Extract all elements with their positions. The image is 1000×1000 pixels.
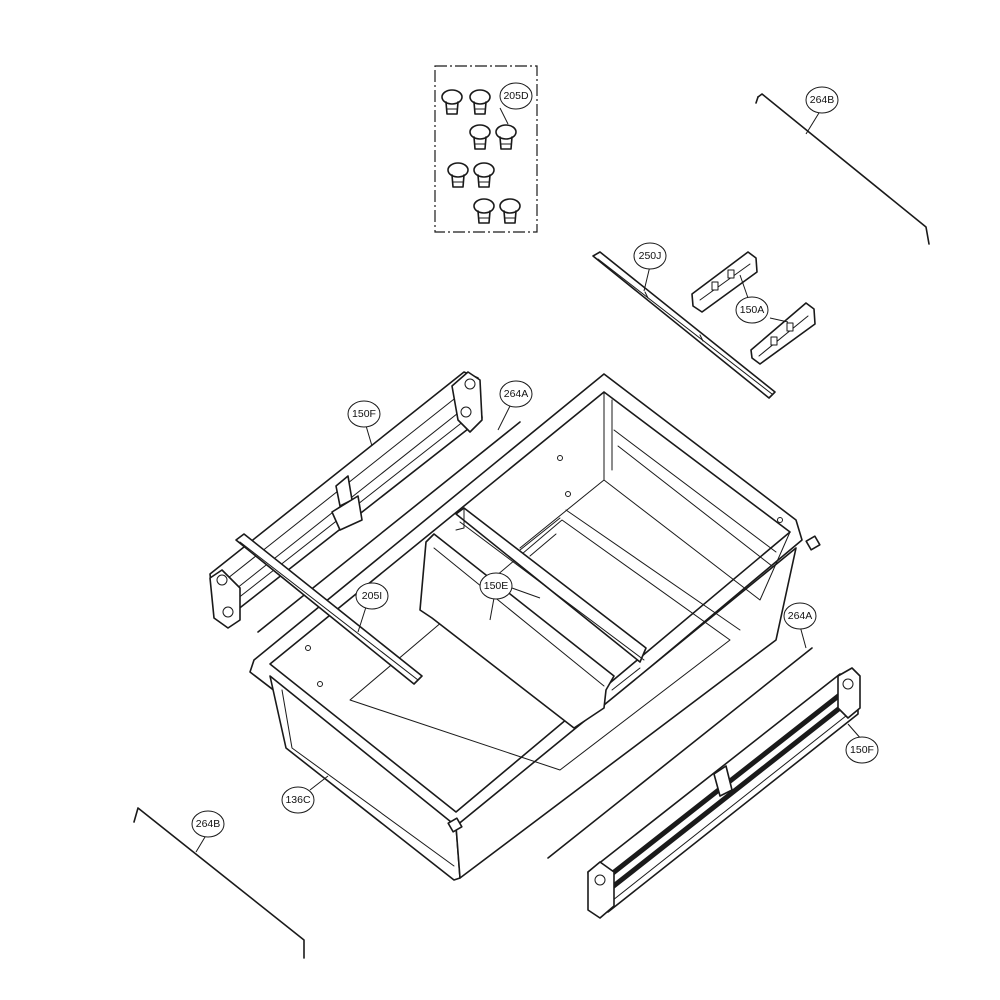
callout-264b-bottom: 264B: [191, 810, 225, 838]
screw-icon: [473, 198, 495, 224]
callout-label: 205I: [362, 590, 382, 602]
callout-label: 264A: [504, 388, 529, 400]
callout-205i: 205I: [355, 582, 389, 610]
screw-kit-dashed-box: [434, 65, 538, 233]
screw-icon: [469, 89, 491, 115]
callout-label: 250J: [639, 250, 662, 262]
callout-250j: 250J: [633, 242, 667, 270]
callout-label: 205D: [503, 90, 529, 102]
slide-rail-right: [587, 667, 863, 919]
callout-label: 136C: [285, 794, 311, 806]
screw-icon: [499, 198, 521, 224]
callout-150e: 150E: [479, 572, 513, 600]
callout-label: 264A: [788, 610, 813, 622]
callout-264a-left: 264A: [499, 380, 533, 408]
callout-264a-right: 264A: [783, 602, 817, 630]
callout-150f-right: 150F: [845, 736, 879, 764]
rod-right: [547, 625, 813, 859]
rail-strip: [592, 251, 776, 399]
clips-group: [691, 251, 816, 365]
drawer-bin: [249, 373, 821, 881]
rod-left: [257, 401, 521, 633]
callout-label: 264B: [810, 94, 835, 106]
screw-icon: [473, 162, 495, 188]
callout-label: 150F: [352, 408, 376, 420]
screw-icon: [469, 124, 491, 150]
callout-264b-top: 264B: [805, 86, 839, 114]
crossbar: [235, 533, 423, 685]
callout-label: 264B: [196, 818, 221, 830]
screw-icon: [441, 89, 463, 115]
rod-top-right: [755, 93, 930, 245]
callout-label: 150A: [740, 304, 765, 316]
callout-150a: 150A: [735, 296, 769, 324]
callout-150f-left: 150F: [347, 400, 381, 428]
screw-icon: [447, 162, 469, 188]
callout-label: 150E: [484, 580, 509, 592]
callout-205d: 205D: [499, 82, 533, 110]
callout-label: 150F: [850, 744, 874, 756]
slide-rail-left: [209, 371, 483, 629]
screw-kit-group: [434, 65, 538, 233]
callout-136c: 136C: [281, 786, 315, 814]
screw-icon: [495, 124, 517, 150]
